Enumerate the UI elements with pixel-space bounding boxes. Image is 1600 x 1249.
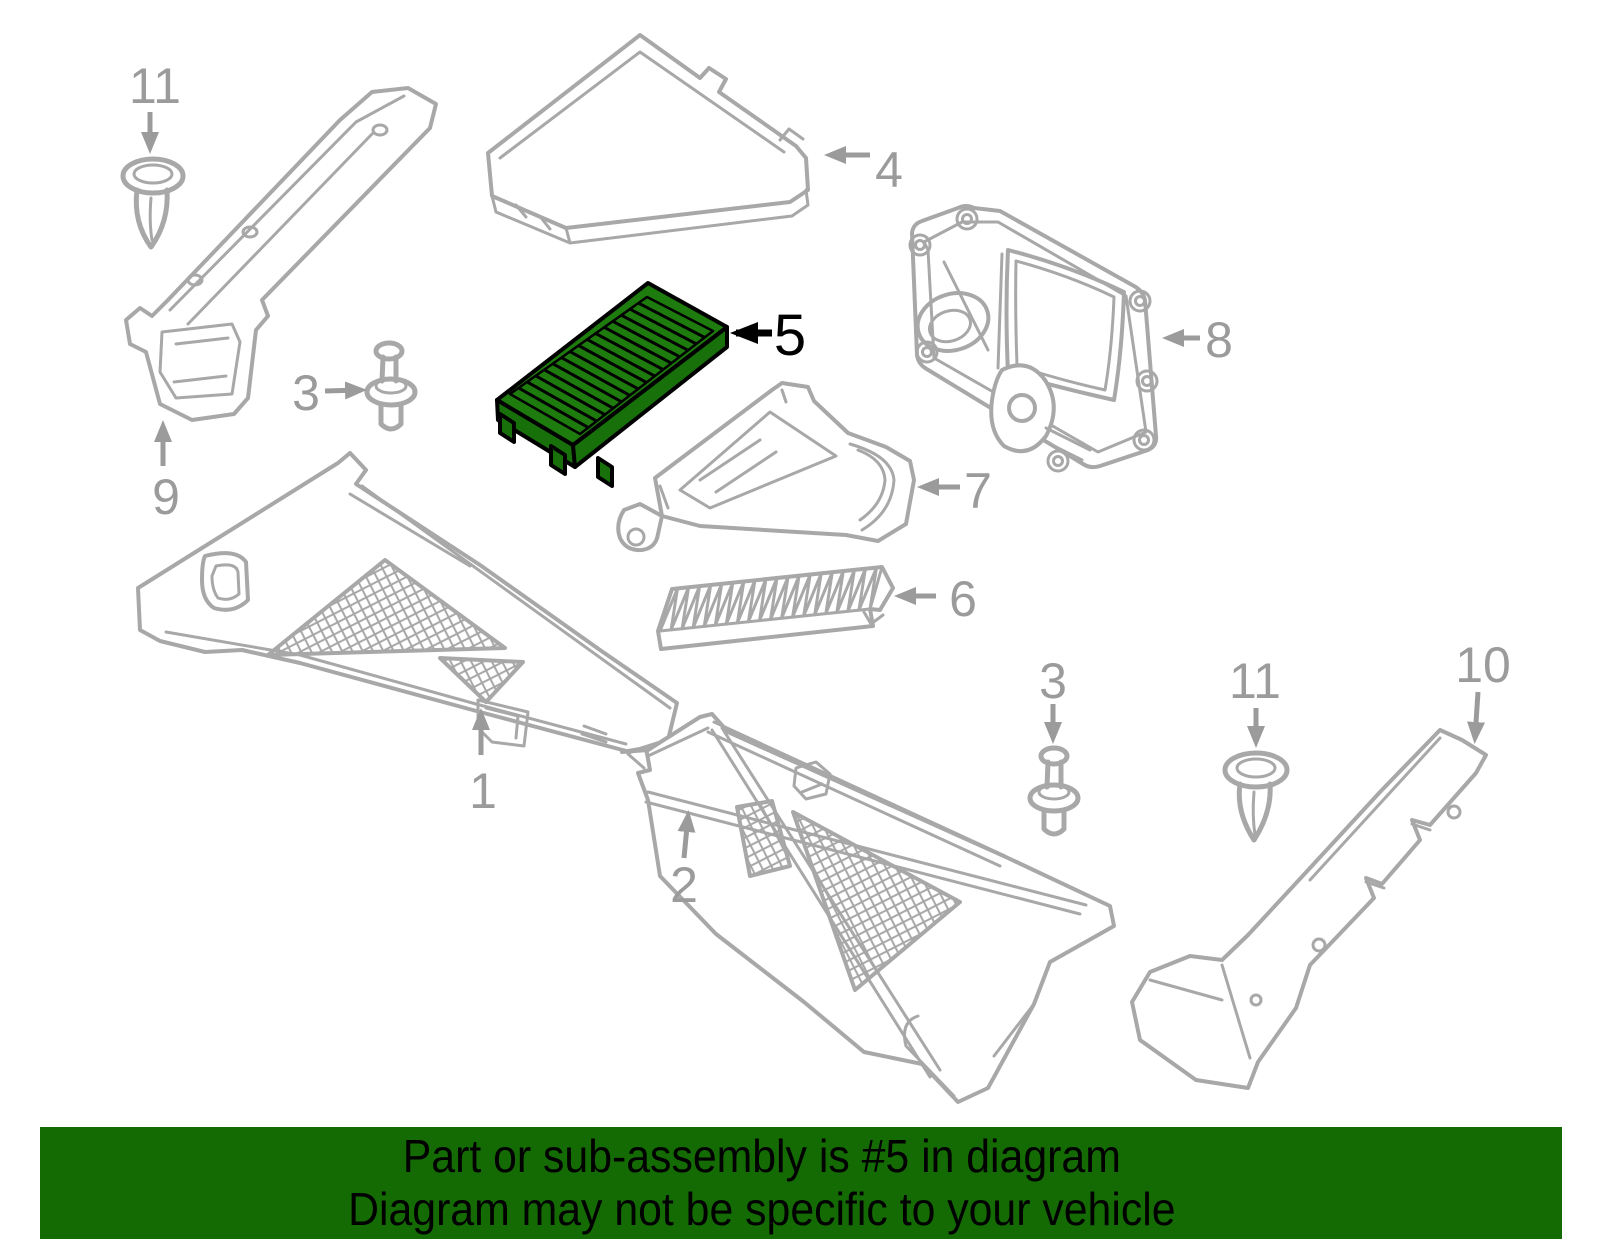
- callout-9: 9: [152, 469, 180, 525]
- part-11-left-push-clip-drawing: [120, 156, 186, 250]
- part-8-housing-cover-drawing: [908, 204, 1159, 473]
- part-8-bolt-holes: [908, 207, 1159, 473]
- part-6-pleats: [658, 566, 878, 633]
- part-5-highlighted-cabin-filter-drawing: [495, 281, 729, 488]
- callout-8: 8: [1205, 312, 1233, 368]
- callout-11-left: 11: [129, 58, 181, 114]
- callout-4: 4: [875, 142, 903, 198]
- callout-1: 1: [469, 763, 497, 819]
- callout-10: 10: [1455, 637, 1511, 693]
- part-9-side-bracket-drawing: [124, 86, 438, 422]
- callout-arrows: [141, 112, 1486, 859]
- highlight-banner: Part or sub-assembly is #5 in diagram Di…: [40, 1127, 1562, 1239]
- part-11-right-push-clip-drawing: [1222, 750, 1290, 843]
- exploded-parts-diagram: 11 9 3 4 5 8 7 6 1 2 3 11 10: [120, 33, 1511, 1104]
- part-2-cowl-panel-right-drawing: [620, 712, 1116, 1104]
- callout-labels: 11 9 3 4 5 8 7 6 1 2 3 11 10: [129, 58, 1511, 913]
- part-7-filter-housing-drawing: [616, 381, 916, 553]
- part-10-side-bracket-drawing: [1130, 728, 1488, 1090]
- callout-3-left: 3: [292, 365, 320, 421]
- part-6-filter-element-drawing: [656, 565, 895, 651]
- part-4-cover-drawing: [486, 33, 810, 245]
- part-3-right-rivet-drawing: [1027, 745, 1081, 837]
- part-1-cowl-panel-left-drawing: [136, 451, 679, 754]
- part-5-pleats: [517, 301, 706, 429]
- callout-6: 6: [949, 571, 977, 627]
- part-3-left-rivet-drawing: [364, 340, 418, 432]
- banner-line-1: Part or sub-assembly is #5 in diagram: [402, 1130, 1121, 1182]
- callout-7: 7: [964, 463, 992, 519]
- callout-11-right: 11: [1229, 653, 1281, 709]
- callout-5-highlighted: 5: [774, 303, 806, 368]
- callout-2: 2: [670, 857, 698, 913]
- banner-line-2: Diagram may not be specific to your vehi…: [348, 1183, 1176, 1235]
- banner-text: Part or sub-assembly is #5 in diagram Di…: [348, 1130, 1175, 1236]
- callout-3-right: 3: [1039, 653, 1067, 709]
